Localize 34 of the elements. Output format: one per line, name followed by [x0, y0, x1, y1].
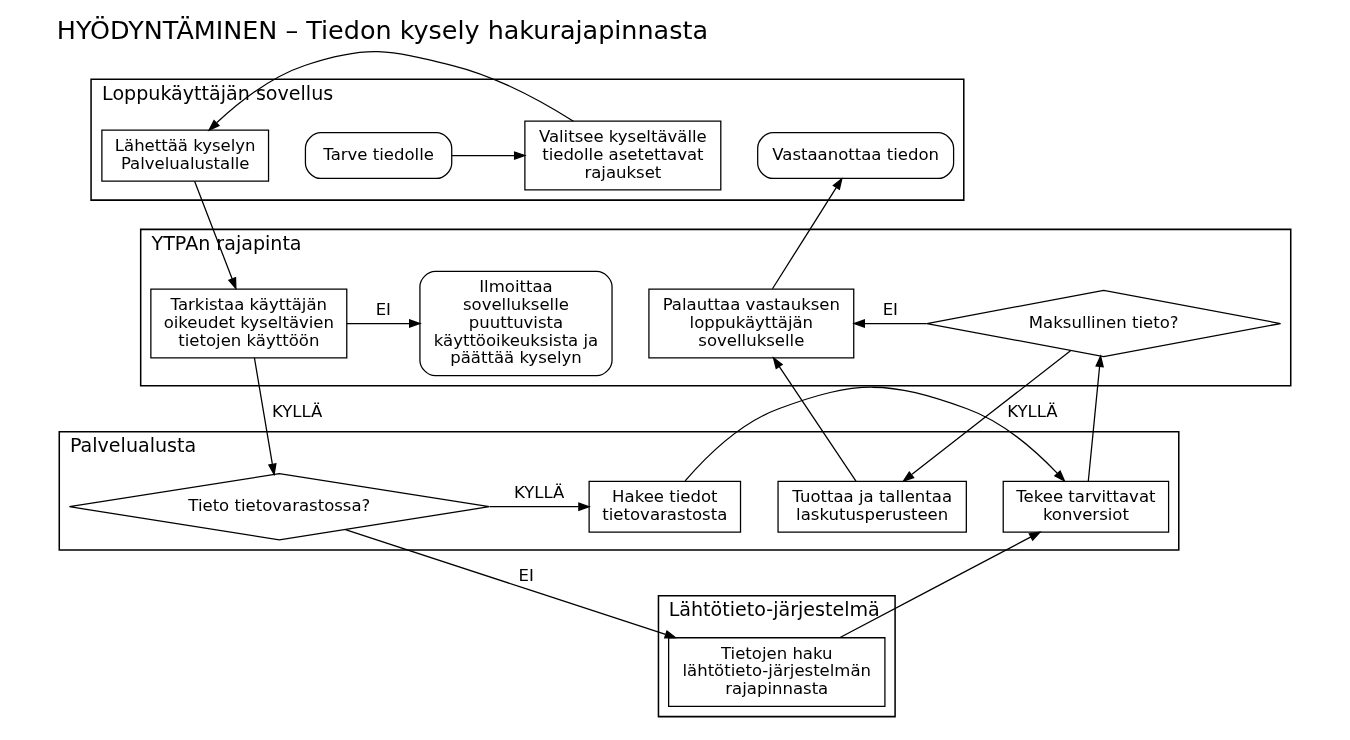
node-box: Vastaanottaa tiedon: [757, 132, 955, 180]
node-box: Lähettää kyselyn Palvelualustalle: [101, 129, 270, 182]
edge-label: EI: [882, 300, 898, 320]
arrow: [253, 357, 277, 477]
arrow: [772, 356, 857, 482]
node-box: Tarve tiedolle: [304, 132, 453, 180]
node-box: Valitsee kyseltävälle tiedolle asetettavat rajaukset: [524, 120, 722, 191]
edge-label: KYLLÄ: [271, 401, 323, 421]
node-box: Tuottaa ja tallentaa laskutusperusteen: [777, 480, 967, 533]
arrow: [193, 180, 237, 291]
arrow: [207, 51, 575, 132]
edge-label: EI: [375, 300, 392, 320]
node-diamond: Tieto tietovarastossa?: [68, 473, 490, 541]
arrow: [488, 502, 591, 512]
node-box: Ilmoittaa sovellukselle puuttuvista käyttöoikeuksista ja päättää kyselyn: [419, 270, 613, 377]
node-box: Tarkistaa käyttäjän oikeudet kyseltävien tietojen käyttöön: [150, 288, 348, 359]
arrow: [901, 350, 1072, 483]
arrow: [838, 531, 1042, 639]
arrow: [852, 319, 928, 328]
arrow: [346, 319, 422, 328]
arrow: [684, 386, 1066, 483]
node-box: Palauttaa vastauksen loppukäyttäjän sovellukselle: [648, 288, 855, 359]
arrow: [451, 151, 527, 161]
edge-label: KYLLÄ: [513, 483, 565, 503]
node-diamond: Maksullinen tieto?: [926, 289, 1282, 358]
arrow: [1087, 354, 1104, 482]
edge-label: KYLLÄ: [1007, 401, 1058, 421]
node-box: Hakee tiedot tietovarastosta: [588, 480, 742, 533]
arrow: [344, 528, 678, 639]
edge-label: EI: [518, 566, 534, 585]
node-box: Tekee tarvittavat konversiot: [1002, 480, 1170, 533]
diagram-title: HYÖDYNTÄMINEN – Tiedon kysely hakurajapinnasta: [56, 14, 709, 45]
arrow: [771, 177, 843, 290]
node-box: Tietojen haku lähtötieto-järjestelmän rajapinnasta: [668, 637, 886, 708]
